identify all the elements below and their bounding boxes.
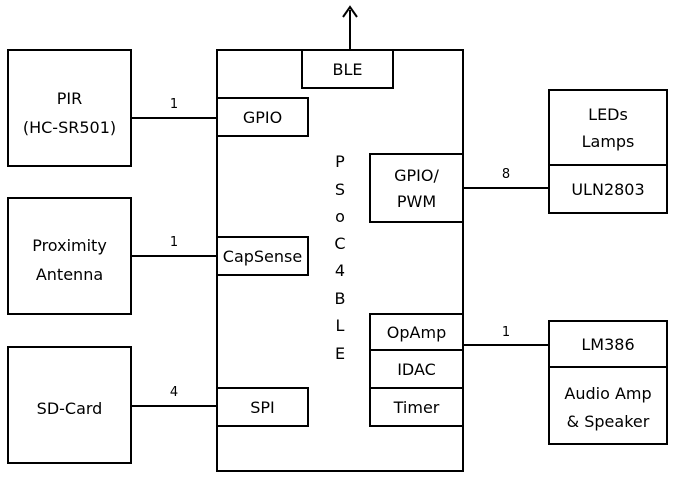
pir-label-line1: PIR [57, 89, 82, 108]
gpio-pwm-block: GPIO/ PWM [369, 153, 464, 223]
audio-amp-block: Audio Amp & Speaker [548, 366, 668, 445]
lm386-block: LM386 [548, 320, 668, 368]
psoc-letter: E [335, 344, 345, 363]
spi-block: SPI [216, 387, 309, 427]
proximity-label-line2: Antenna [36, 265, 103, 284]
sdcard-connection-count: 4 [170, 385, 178, 400]
timer-label: Timer [393, 398, 440, 417]
opamp-label: OpAmp [387, 323, 446, 342]
gpio-pwm-label-line1: GPIO/ [394, 166, 439, 185]
pir-sensor-block: PIR (HC-SR501) [7, 49, 132, 167]
psoc-letter: P [335, 152, 345, 171]
audio-label-line1: Audio Amp [564, 384, 651, 403]
psoc-letter: S [335, 180, 345, 199]
sdcard-label: SD-Card [37, 399, 103, 418]
psoc-letter: C [334, 234, 345, 253]
ble-block: BLE [301, 49, 394, 89]
proximity-antenna-block: Proximity Antenna [7, 197, 132, 315]
lm386-label: LM386 [581, 335, 634, 354]
sdcard-block: SD-Card [7, 346, 132, 464]
psoc-letter: o [335, 207, 345, 226]
pir-connection-count: 1 [170, 97, 178, 112]
proximity-label-line1: Proximity [32, 236, 107, 255]
psoc-letter: 4 [335, 261, 345, 280]
gpio-pwm-label-line2: PWM [397, 192, 436, 211]
idac-block: IDAC [369, 349, 464, 389]
psoc-letter: B [335, 289, 346, 308]
proximity-connection-count: 1 [170, 235, 178, 250]
gpio-block: GPIO [216, 97, 309, 137]
psoc-letter: L [336, 316, 345, 335]
uln2803-block: ULN2803 [548, 164, 668, 214]
audio-label-line2: & Speaker [567, 412, 650, 431]
capsense-block: CapSense [216, 236, 309, 276]
audio-connection-count: 1 [502, 325, 510, 340]
ble-output-arrow [342, 5, 358, 50]
pir-label-line2: (HC-SR501) [23, 118, 116, 137]
uln2803-label: ULN2803 [571, 180, 644, 199]
leds-label-line2: Lamps [582, 132, 635, 151]
psoc-vertical-label: P S o C 4 B L E [334, 152, 345, 363]
opamp-block: OpAmp [369, 313, 464, 351]
leds-lamps-block: LEDs Lamps [548, 89, 668, 166]
capsense-label: CapSense [223, 247, 302, 266]
ble-label: BLE [333, 60, 363, 79]
spi-label: SPI [250, 398, 275, 417]
timer-block: Timer [369, 387, 464, 427]
gpio-label: GPIO [243, 108, 282, 127]
idac-label: IDAC [397, 360, 436, 379]
leds-connection-count: 8 [502, 167, 510, 182]
leds-label-line1: LEDs [588, 105, 628, 124]
